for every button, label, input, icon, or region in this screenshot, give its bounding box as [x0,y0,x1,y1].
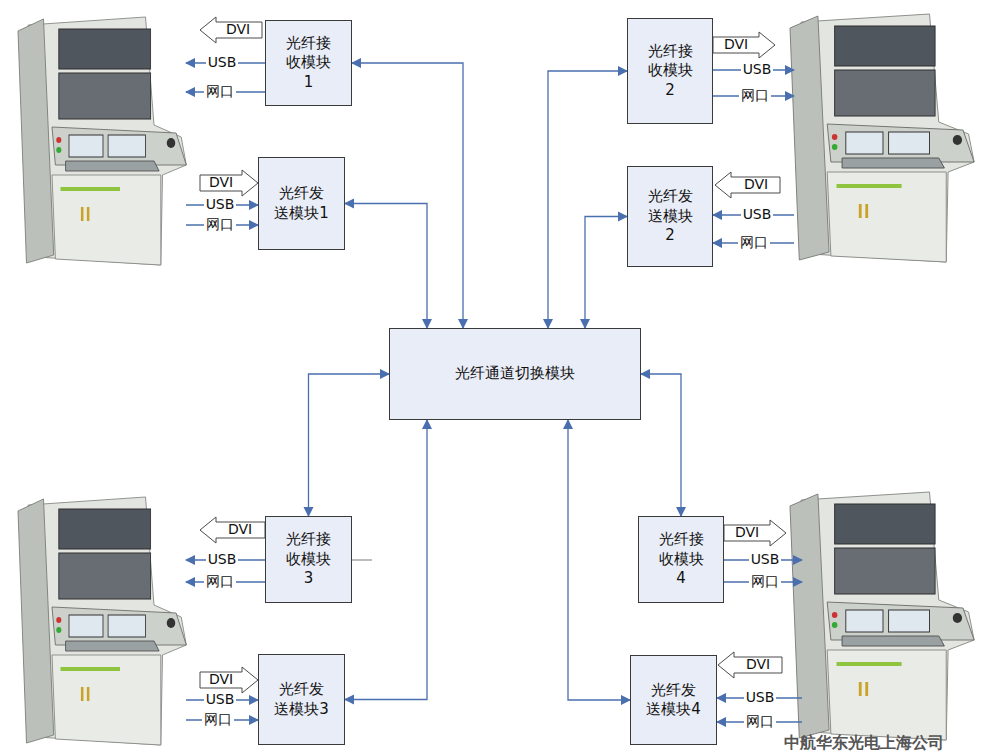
signal-label: DVI [742,177,770,192]
stub-line [352,559,372,560]
signal-label: 网口 [749,574,781,589]
dvi-arrow [200,17,262,43]
fiber-connector [345,420,427,700]
fiber-connector [641,374,681,516]
signal-label: USB [206,55,239,70]
signal-label: 网口 [204,84,236,99]
module-box: 光纤接 收模块 1 [265,20,352,106]
box-label: 光纤通道切换模块 [455,364,575,384]
signal-label: USB [204,692,237,707]
module-box: 光纤发 送模块4 [630,655,717,745]
dvi-arrow [200,667,258,693]
signal-label: DVI [733,525,761,540]
signal-label: USB [744,690,777,705]
fiber-connector [309,374,390,516]
dvi-arrow [715,172,780,198]
dvi-arrow [200,170,258,196]
module-box: 光纤发 送模块 2 [627,166,713,267]
signal-label: USB [741,207,774,222]
signal-label: DVI [226,522,254,537]
module-box: 光纤发 送模块1 [258,157,345,250]
dvi-arrow [718,652,782,678]
box-label: 光纤接 收模块 1 [281,34,337,93]
signal-label: 网口 [738,235,770,250]
module-box: 光纤发 送模块3 [258,654,345,745]
box-label: 光纤发 送模块3 [274,680,330,719]
console [790,492,974,740]
fiber-connector [352,63,463,328]
signal-label: DVI [722,37,750,52]
box-label: 光纤发 送模块 2 [642,187,698,246]
dvi-arrow [200,517,265,543]
signal-label: DVI [224,22,252,37]
signal-label: DVI [744,657,772,672]
signal-label: 网口 [204,574,236,589]
box-label: 光纤接 收模块 2 [642,42,698,101]
box-label: 光纤发 送模块1 [274,184,330,223]
dvi-arrow [724,520,786,546]
module-box: 光纤接 收模块 4 [638,516,724,603]
signal-label: 网口 [204,217,236,232]
dvi-arrow [713,32,775,58]
fiber-connector [345,204,427,329]
signal-label: 网口 [202,712,234,727]
console [18,17,186,265]
switch-box: 光纤通道切换模块 [389,328,641,420]
fiber-connector [548,71,627,328]
signal-label: USB [204,197,237,212]
module-box: 光纤接 收模块 2 [627,18,713,124]
signal-label: USB [749,552,782,567]
fiber-connector [585,217,627,329]
fiber-connector [568,420,630,700]
console [790,14,974,262]
signal-label: USB [206,552,239,567]
signal-label: 网口 [744,714,776,729]
box-label: 光纤接 收模块 3 [281,530,337,589]
signal-label: USB [741,62,774,77]
signal-wires [186,63,802,722]
watermark: 中航华东光电上海公司 [782,734,946,752]
console [18,497,186,745]
signal-label: 网口 [739,88,771,103]
box-label: 光纤发 送模块4 [646,681,702,720]
signal-label: DVI [207,672,235,687]
dvi-arrows [200,17,786,693]
module-box: 光纤接 收模块 3 [265,516,352,603]
signal-label: DVI [207,175,235,190]
box-label: 光纤接 收模块 4 [653,530,709,589]
